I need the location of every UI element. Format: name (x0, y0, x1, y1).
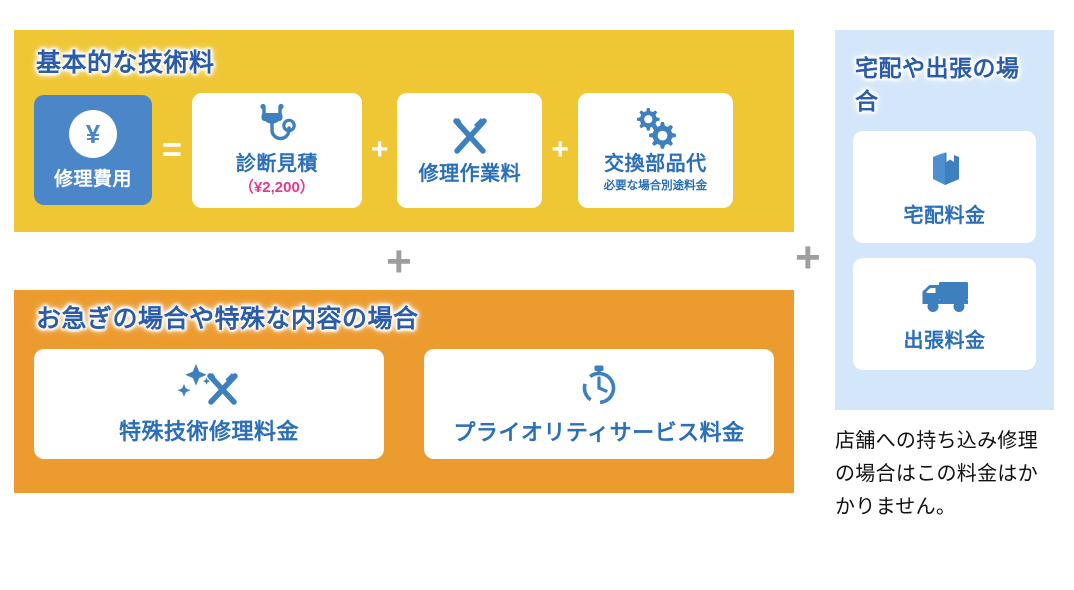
basic-fee-panel: 基本的な技術料 ¥ 修理費用 = (14, 30, 794, 232)
sparkle-wrench-icon (174, 362, 244, 406)
yen-icon: ¥ (69, 109, 117, 158)
equals-sign: = (162, 131, 182, 169)
connector-plus-horizontal: + (795, 233, 821, 282)
basic-panel-title: 基本的な技術料 (36, 49, 215, 77)
priority-service-card[interactable]: プライオリティサービス料金 (424, 348, 774, 459)
dispatch-fee-card[interactable]: 出張料金 (853, 257, 1036, 370)
fee-formula-row: ¥ 修理費用 = (34, 92, 774, 208)
repair-work-label: 修理作業料 (418, 163, 522, 185)
dispatch-fee-label: 出張料金 (903, 329, 986, 352)
connector-plus-vertical: + (386, 237, 412, 286)
plus-sign-1: + (370, 133, 389, 166)
priority-service-label: プライオリティサービス料金 (453, 419, 745, 445)
stethoscope-icon (255, 103, 299, 149)
diagnosis-estimate-card[interactable]: 診断見積 （¥2,200） (191, 92, 362, 208)
wrench-screwdriver-icon (447, 115, 493, 159)
delivery-truck-icon (919, 275, 971, 315)
urgent-card-row: 特殊技術修理料金 プライオリティサービス料金 (34, 348, 774, 459)
repair-cost-box: ¥ 修理費用 (34, 95, 152, 205)
urgent-special-panel: お急ぎの場合や特殊な内容の場合 (14, 290, 794, 493)
special-tech-repair-card[interactable]: 特殊技術修理料金 (34, 348, 384, 459)
delivery-panel-title: 宅配や出張の場合 (855, 55, 1020, 115)
repair-cost-label: 修理費用 (53, 168, 132, 190)
special-tech-repair-label: 特殊技術修理料金 (118, 418, 299, 444)
urgent-panel-title: お急ぎの場合や特殊な内容の場合 (36, 305, 419, 333)
replacement-parts-card[interactable]: 交換部品代 必要な場合別途料金 (577, 92, 733, 208)
plus-sign-2: + (551, 133, 569, 166)
delivery-fee-label: 宅配料金 (903, 204, 986, 227)
diagnosis-label: 診断見積 (235, 153, 318, 175)
delivery-fee-card[interactable]: 宅配料金 (853, 130, 1036, 243)
delivery-dispatch-panel: 宅配や出張の場合 宅配料金 (835, 30, 1054, 410)
replacement-parts-label: 交換部品代 (604, 153, 707, 175)
diagnosis-price: （¥2,200） (238, 179, 315, 196)
store-dropoff-note: 店舗への持ち込み修理の場合はこの料金はかかりません。 (835, 430, 1038, 518)
repair-work-card[interactable]: 修理作業料 (397, 92, 543, 208)
gears-icon (630, 107, 680, 149)
stopwatch-icon (576, 361, 622, 407)
package-box-icon (923, 146, 967, 190)
yen-symbol: ¥ (85, 118, 101, 149)
replacement-parts-note: 必要な場合別途料金 (603, 180, 708, 192)
